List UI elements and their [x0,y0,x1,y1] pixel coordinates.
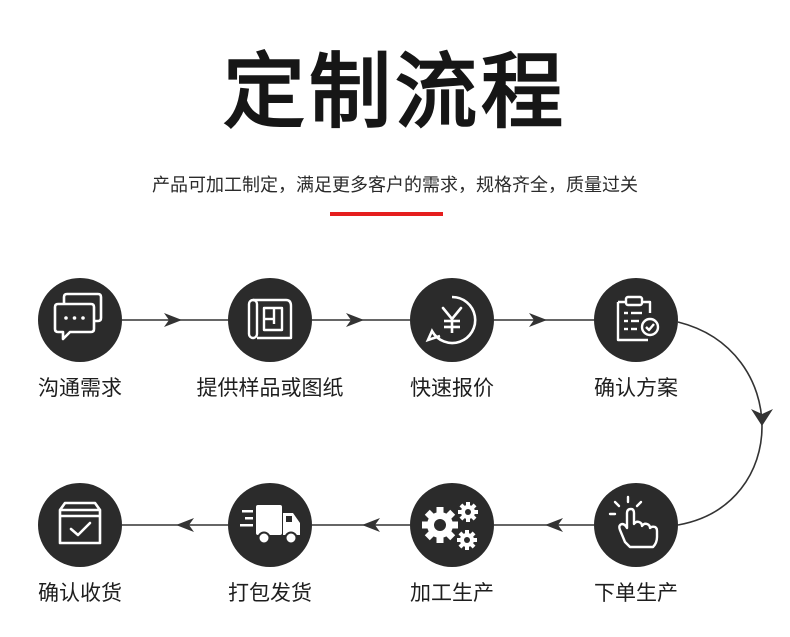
step-label-7: 打包发货 [228,581,312,605]
page-subtitle: 产品可加工制定，满足更多客户的需求，规格齐全，质量过关 [152,175,638,196]
step-label-2: 提供样品或图纸 [196,376,344,400]
yen-quote-icon [425,295,477,345]
arrow-left-icon [545,518,563,532]
step-label-5: 下单生产 [594,581,678,605]
step-label-3: 快速报价 [410,376,494,400]
step-circle [594,483,678,567]
hand-tap-icon [608,495,659,549]
step-circle [38,483,122,567]
arrow-down-icon [751,409,773,426]
clipboard-check-icon [616,295,660,342]
gears-icon [422,502,478,550]
arrow-right-icon [346,313,364,327]
step-label-8: 确认收货 [38,581,122,605]
connector-curve [677,321,763,526]
arrow-left-icon [176,518,194,532]
page-title: 定制流程 [222,45,567,140]
step-label-4: 确认方案 [594,376,678,400]
title-divider [330,212,443,216]
delivery-truck-icon [240,505,300,545]
step-label-1: 沟通需求 [38,376,122,400]
arrow-right-icon [529,313,547,327]
arrow-left-icon [362,518,380,532]
step-label-6: 加工生产 [410,581,494,605]
blueprint-scroll-icon [247,298,293,340]
box-check-icon [58,501,102,545]
arrow-right-icon [164,313,182,327]
chat-bubbles-icon [53,292,103,341]
step-circle [38,278,122,362]
